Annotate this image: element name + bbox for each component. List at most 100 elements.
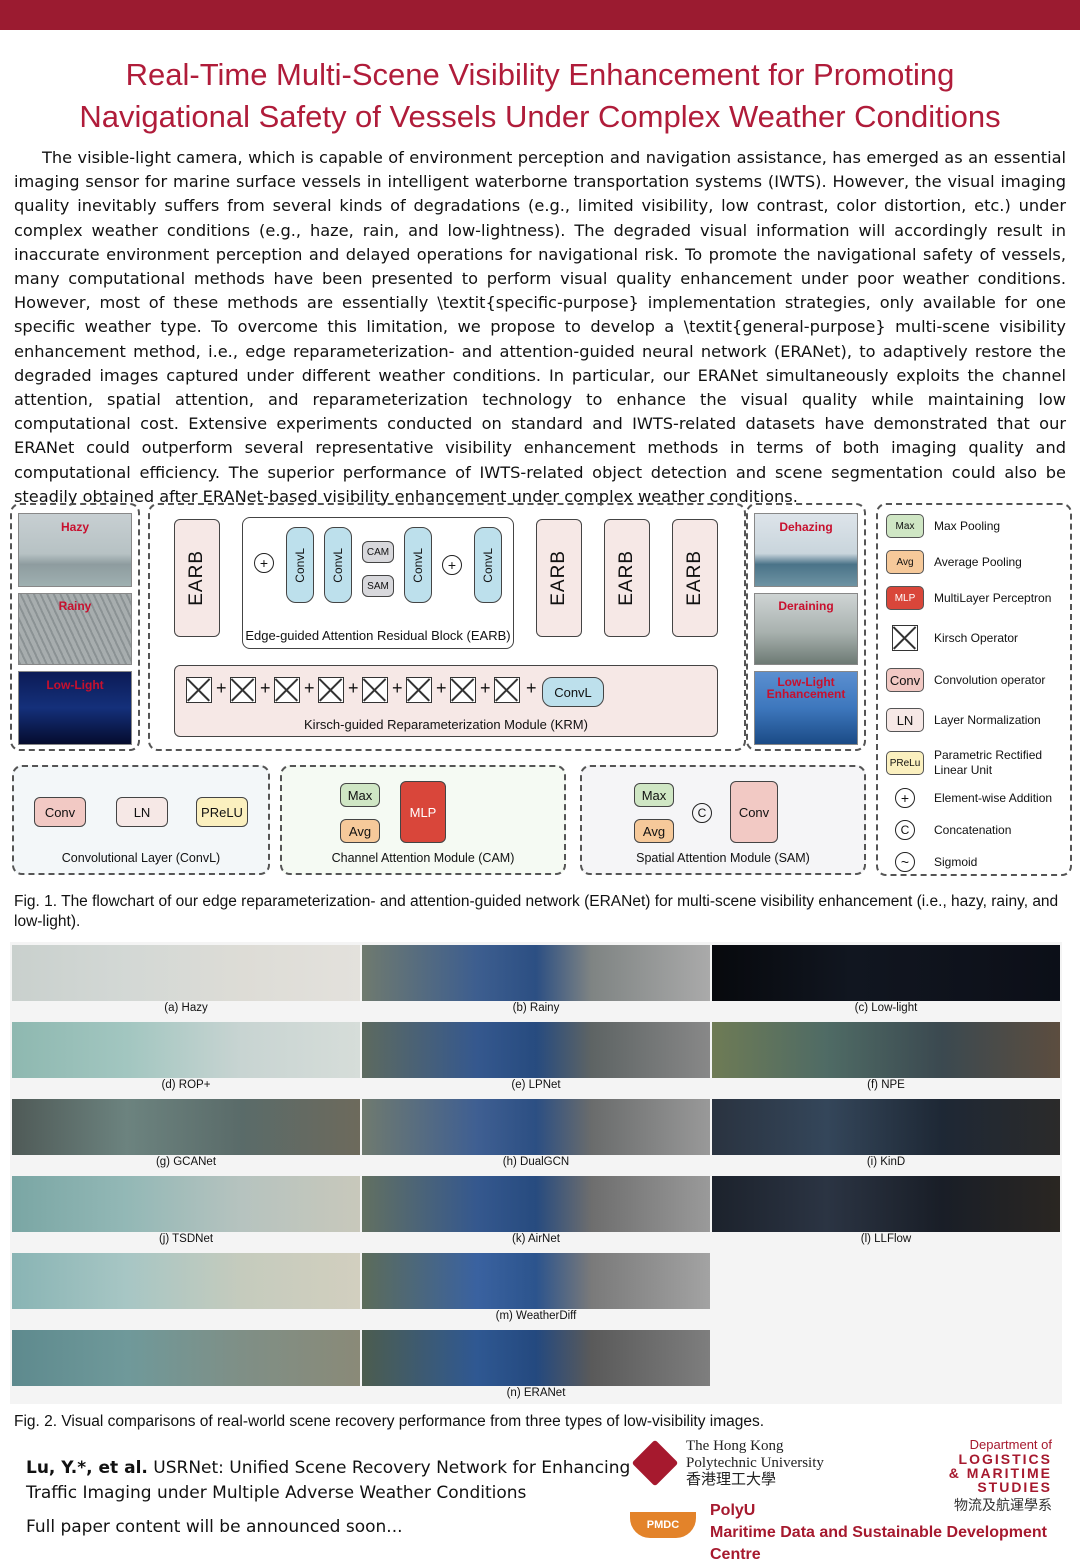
comparison-row: (a) Hazy (b) Rainy (c) Low-light bbox=[10, 942, 1062, 1019]
weatherdiff-hazy-image bbox=[12, 1253, 360, 1309]
figure-1-caption: Fig. 1. The flowchart of our edge repara… bbox=[14, 893, 1059, 930]
lms-line-zh: 物流及航運學系 bbox=[954, 1497, 1052, 1513]
hazy-image bbox=[12, 945, 360, 1001]
legend-label: Average Pooling bbox=[934, 555, 1022, 569]
legend-label: Parametric Rectified Linear Unit bbox=[934, 748, 1043, 777]
polyu-name-2: Polytechnic University bbox=[686, 1455, 824, 1471]
legend-label: Max Pooling bbox=[934, 519, 1001, 533]
earb-label: EARB bbox=[548, 550, 569, 606]
hazy-label: Hazy bbox=[60, 520, 89, 534]
polyu-emblem-icon bbox=[631, 1439, 679, 1487]
concat-icon: C bbox=[895, 820, 915, 840]
image-label: (c) Low-light bbox=[854, 1002, 918, 1014]
title-line-2: Navigational Safety of Vessels Under Com… bbox=[79, 99, 1001, 134]
image-label: (b) Rainy bbox=[512, 1002, 560, 1014]
dehazing-photo: Dehazing bbox=[754, 513, 858, 587]
mlp-swatch: MLP bbox=[886, 586, 924, 610]
cam-caption: Channel Attention Module (CAM) bbox=[331, 851, 515, 865]
kirsch-operator-icon bbox=[892, 625, 918, 651]
convl-label: ConvL bbox=[481, 547, 495, 583]
image-label: (n) ERANet bbox=[506, 1387, 566, 1399]
eranet-hazy-image bbox=[12, 1330, 360, 1386]
convl-block: ConvL bbox=[324, 527, 352, 603]
earb-caption: Edge-guided Attention Residual Block (EA… bbox=[245, 628, 511, 643]
image-label: (i) KinD bbox=[866, 1156, 906, 1168]
airnet-image bbox=[362, 1176, 710, 1232]
plus-icon: + bbox=[436, 678, 447, 698]
earb-block-3: EARB bbox=[604, 519, 650, 637]
llflow-image bbox=[712, 1176, 1060, 1232]
legend-label: MultiLayer Perceptron bbox=[934, 591, 1052, 605]
rainy-label: Rainy bbox=[58, 599, 92, 613]
low-light-photo: Low-Light bbox=[18, 671, 132, 745]
lpnet-image bbox=[362, 1022, 710, 1078]
lms-line-1: Department of bbox=[969, 1437, 1052, 1452]
plus-icon: + bbox=[260, 678, 271, 698]
earb-label: EARB bbox=[186, 550, 207, 606]
authors: Lu, Y.*, et al. bbox=[26, 1458, 148, 1478]
deraining-label: Deraining bbox=[778, 599, 834, 613]
image-label: (f) NPE bbox=[867, 1079, 905, 1091]
legend-label: Layer Normalization bbox=[934, 713, 1041, 727]
max-box: Max bbox=[634, 783, 674, 807]
convl-label: ConvL bbox=[411, 547, 425, 583]
eranet-rainy-image bbox=[362, 1330, 710, 1386]
sigmoid-icon: ~ bbox=[895, 852, 915, 872]
legend-label: Sigmoid bbox=[934, 855, 978, 869]
earb-label: EARB bbox=[684, 550, 705, 606]
krm-convl: ConvL bbox=[542, 677, 604, 707]
low-light-label: Low-Light bbox=[46, 678, 104, 692]
top-banner bbox=[0, 0, 1080, 30]
comparison-row: (m) WeatherDiff bbox=[10, 1250, 1062, 1327]
weatherdiff-rainy-image bbox=[362, 1253, 710, 1309]
empty-cell bbox=[712, 1330, 1060, 1386]
poster-title: Real-Time Multi-Scene Visibility Enhance… bbox=[0, 54, 1080, 138]
krm-caption: Kirsch-guided Reparameterization Module … bbox=[304, 717, 588, 732]
polyu-logo: The Hong Kong Polytechnic University 香港理… bbox=[631, 1436, 902, 1496]
reference: Lu, Y.*, et al. USRNet: Unified Scene Re… bbox=[26, 1456, 636, 1506]
kirsch-operator-icon bbox=[274, 677, 300, 703]
gcanet-image bbox=[12, 1099, 360, 1155]
abstract: The visible-light camera, which is capab… bbox=[14, 148, 1066, 506]
image-label: (a) Hazy bbox=[164, 1002, 208, 1014]
earb-block-4: EARB bbox=[672, 519, 718, 637]
sam-caption: Spatial Attention Module (SAM) bbox=[636, 851, 810, 865]
convl-module: Conv LN PReLU Convolutional Layer (ConvL… bbox=[12, 765, 270, 875]
avg-box: Avg bbox=[634, 819, 674, 843]
legend-label: Element-wise Addition bbox=[934, 791, 1053, 805]
ln-swatch: LN bbox=[886, 708, 924, 732]
conv-box: Conv bbox=[34, 797, 86, 827]
legend-mlp: MLP MultiLayer Perceptron bbox=[886, 585, 1056, 611]
conv-box: Conv bbox=[730, 781, 778, 843]
comparison-row: (d) ROP+ (e) LPNet (f) NPE bbox=[10, 1019, 1062, 1096]
pmdc-line-1: PolyU bbox=[710, 1502, 756, 1519]
kirsch-operator-icon bbox=[186, 677, 212, 703]
polyu-name-1: The Hong Kong bbox=[686, 1438, 784, 1454]
plus-icon: + bbox=[480, 678, 491, 698]
input-panel: Hazy Rainy Low-Light bbox=[10, 503, 140, 751]
dualgcn-image bbox=[362, 1099, 710, 1155]
cam-module: Max Avg MLP Channel Attention Module (CA… bbox=[280, 765, 566, 875]
rop-image bbox=[12, 1022, 360, 1078]
avg-box: Avg bbox=[340, 819, 380, 843]
legend-ln: LN Layer Normalization bbox=[886, 707, 1056, 733]
low-light-image bbox=[712, 945, 1060, 1001]
sam-block: SAM bbox=[362, 575, 394, 597]
legend-sigmoid: ~ Sigmoid bbox=[886, 849, 1056, 875]
dehazing-label: Dehazing bbox=[779, 520, 833, 534]
rainy-photo: Rainy bbox=[18, 593, 132, 665]
image-label: (m) WeatherDiff bbox=[495, 1310, 577, 1322]
rainy-image bbox=[362, 945, 710, 1001]
figure-1-flowchart: Hazy Rainy Low-Light EARB Edge-guided At… bbox=[10, 503, 1072, 883]
image-label: (k) AirNet bbox=[512, 1233, 560, 1245]
footer-note: Full paper content will be announced soo… bbox=[26, 1517, 403, 1537]
kirsch-operator-icon bbox=[450, 677, 476, 703]
kirsch-operator-icon bbox=[230, 677, 256, 703]
convl-block: ConvL bbox=[404, 527, 432, 603]
enhancement-label: Low-Light Enhancement bbox=[766, 675, 846, 701]
empty-cell bbox=[712, 1253, 1060, 1309]
legend-kirsch: Kirsch Operator bbox=[886, 625, 1056, 651]
earb-block-2: EARB bbox=[536, 519, 582, 637]
